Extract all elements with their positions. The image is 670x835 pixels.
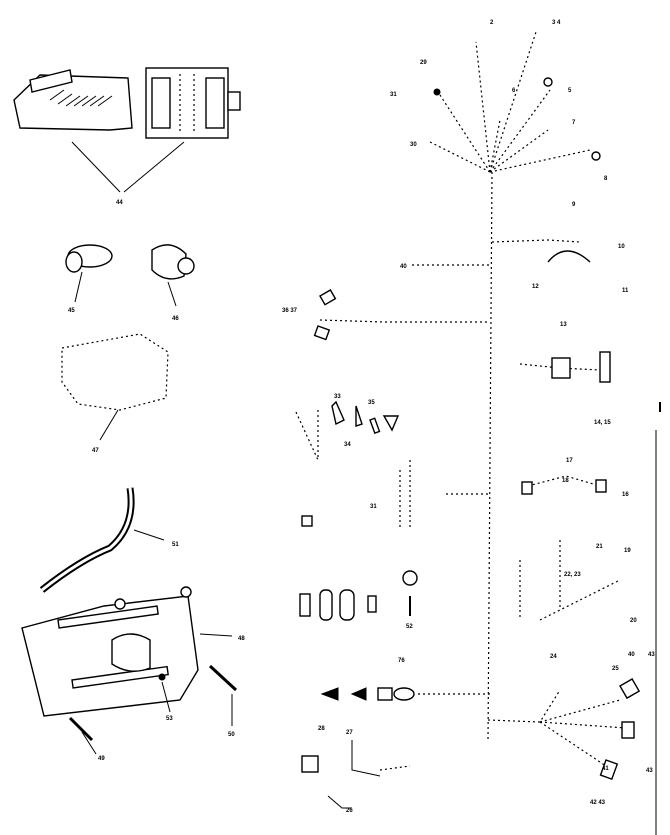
callout-46: 46: [172, 316, 179, 322]
callout-10: 10: [618, 244, 625, 250]
callout-11: 11: [622, 288, 629, 294]
leader-53: [161, 681, 171, 713]
callout-25: 25: [612, 666, 619, 672]
connector-part: [591, 151, 601, 161]
leader-48: [199, 633, 233, 637]
callout-34: 34: [344, 442, 351, 448]
callout-35: 35: [368, 400, 375, 406]
callout-22-23: 22, 23: [564, 572, 581, 578]
strap-leader: [379, 765, 411, 771]
connector-block-part: [551, 351, 611, 383]
callout-31: 31: [390, 92, 397, 98]
connector-bottom-part: [599, 678, 641, 781]
leader-49: [81, 731, 97, 755]
cover-part: [61, 333, 169, 411]
callout-18: 18: [562, 478, 569, 484]
control-module-part: [13, 67, 241, 139]
callout-43: 43: [648, 652, 655, 658]
callout-5: 5: [568, 88, 572, 94]
sensor-part: [65, 244, 195, 280]
callout-16: 16: [622, 492, 629, 498]
callout-8: 8: [604, 176, 608, 182]
callout-26: 26: [346, 808, 353, 814]
plug-part: [313, 289, 337, 341]
callout-31b: 31: [370, 504, 377, 510]
clip-part: [547, 250, 591, 263]
screw-part: [68, 716, 94, 742]
callout-30: 30: [410, 142, 417, 148]
connector-part: [543, 77, 553, 87]
harness-trunk: [487, 171, 493, 741]
callout-6: 6: [512, 88, 516, 94]
callout-76: 76: [398, 658, 405, 664]
strap-part: [351, 740, 381, 777]
bolt-part: [208, 664, 238, 692]
callout-41: 41: [602, 766, 609, 772]
callout-42-43: 42 43: [590, 800, 606, 806]
callout-24: 24: [550, 654, 557, 660]
callout-40: 40: [400, 264, 407, 270]
callout-52: 52: [406, 624, 413, 630]
grommet-row: [299, 570, 418, 621]
connector-76-part: [320, 687, 415, 701]
callout-36-37: 36 37: [282, 308, 298, 314]
relay-part: [301, 755, 319, 773]
leader-47: [99, 409, 119, 441]
callout-20: 20: [630, 618, 637, 624]
callout-49: 49: [98, 756, 105, 762]
callout-51: 51: [172, 542, 179, 548]
leader-45: [74, 271, 83, 303]
connector-pair-part: [521, 479, 607, 495]
harness-top-fan: [439, 31, 591, 173]
callout-12: 12: [532, 284, 539, 290]
callout-50: 50: [228, 732, 235, 738]
leader-44a: [71, 141, 121, 193]
callout-45: 45: [68, 308, 75, 314]
callout-19: 19: [624, 548, 631, 554]
callout-40b: 40: [628, 652, 635, 658]
leader-46: [167, 281, 177, 307]
callout-3-4: 3 4: [552, 20, 561, 26]
callout-2: 2: [490, 20, 494, 26]
fastener-cluster: [295, 400, 411, 530]
callout-7: 7: [572, 120, 576, 126]
callout-47: 47: [92, 448, 99, 454]
harness-branch-mid: [491, 239, 581, 243]
callout-29: 29: [420, 60, 427, 66]
clip-bottom-part: [327, 795, 352, 809]
connector-part: [433, 88, 441, 96]
harness-branch-36: [319, 319, 490, 323]
callout-43b: 43: [646, 768, 653, 774]
callout-48: 48: [238, 636, 245, 642]
harness-bottom-fan: [539, 699, 627, 771]
callout-9: 9: [572, 202, 576, 208]
callout-27: 27: [346, 730, 353, 736]
callout-44: 44: [116, 200, 123, 206]
callout-53: 53: [166, 716, 173, 722]
leader-51: [133, 529, 165, 541]
callout-28: 28: [318, 726, 325, 732]
harness-branch-40: [487, 689, 561, 723]
harness-branch-19: [519, 540, 621, 621]
callout-17: 17: [566, 458, 573, 464]
harness-branch-left: [429, 141, 491, 173]
callout-13: 13: [560, 322, 567, 328]
callout-21: 21: [596, 544, 603, 550]
mounting-plate-part: [21, 586, 199, 717]
callout-14-15: 14, 15: [594, 420, 611, 426]
leader-44b: [123, 141, 185, 193]
callout-33: 33: [334, 394, 341, 400]
